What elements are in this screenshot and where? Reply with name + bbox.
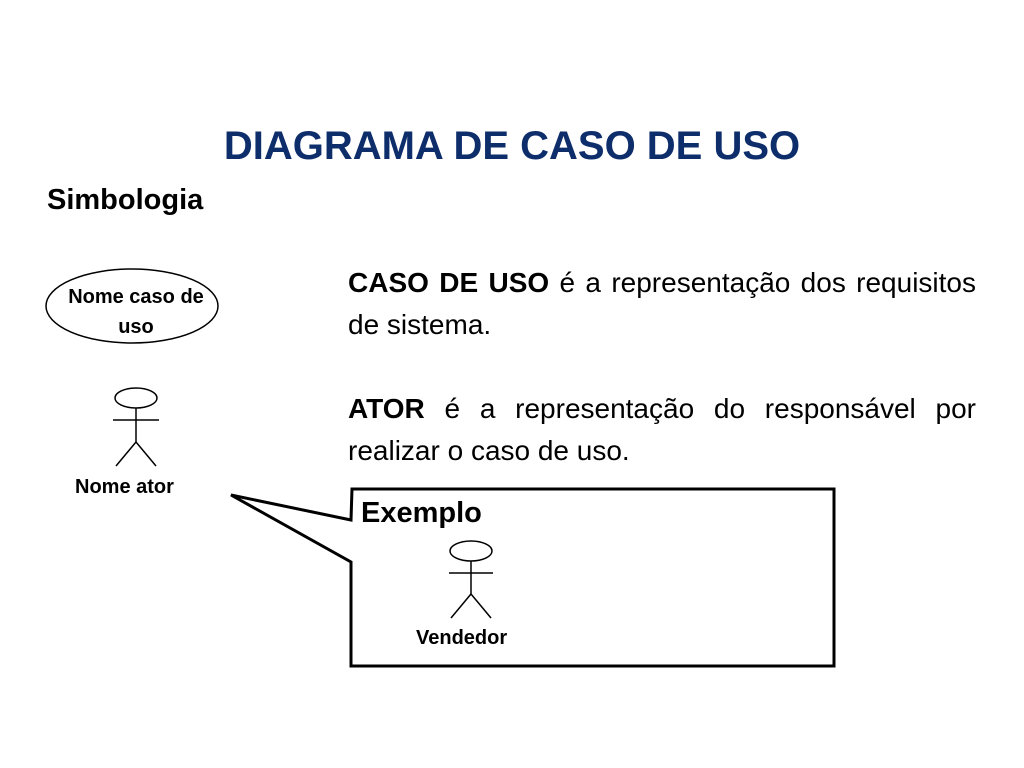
use-case-label: Nome caso de uso [68, 286, 204, 338]
actor-label: Nome ator [75, 476, 174, 498]
use-case-description: CASO DE USO é a representação dos requis… [348, 262, 976, 346]
example-actor-stick-figure-icon [449, 540, 493, 619]
use-case-text: é a representação dos requisitos de sist… [348, 267, 976, 340]
actor-description: ATOR é a representação do responsável po… [348, 388, 976, 472]
actor-text: é a representação do responsável por rea… [348, 393, 976, 466]
use-case-term: CASO DE USO [348, 267, 550, 298]
slide-title: DIAGRAMA DE CASO DE USO [223, 124, 801, 168]
actor-stick-figure-icon [113, 387, 159, 467]
actor-term: ATOR [348, 393, 425, 424]
example-callout-box [230, 487, 836, 668]
use-case-ellipse [45, 268, 219, 344]
example-actor-label: Vendedor [416, 627, 508, 649]
section-subtitle: Simbologia [47, 184, 204, 216]
example-title: Exemplo [361, 497, 482, 529]
